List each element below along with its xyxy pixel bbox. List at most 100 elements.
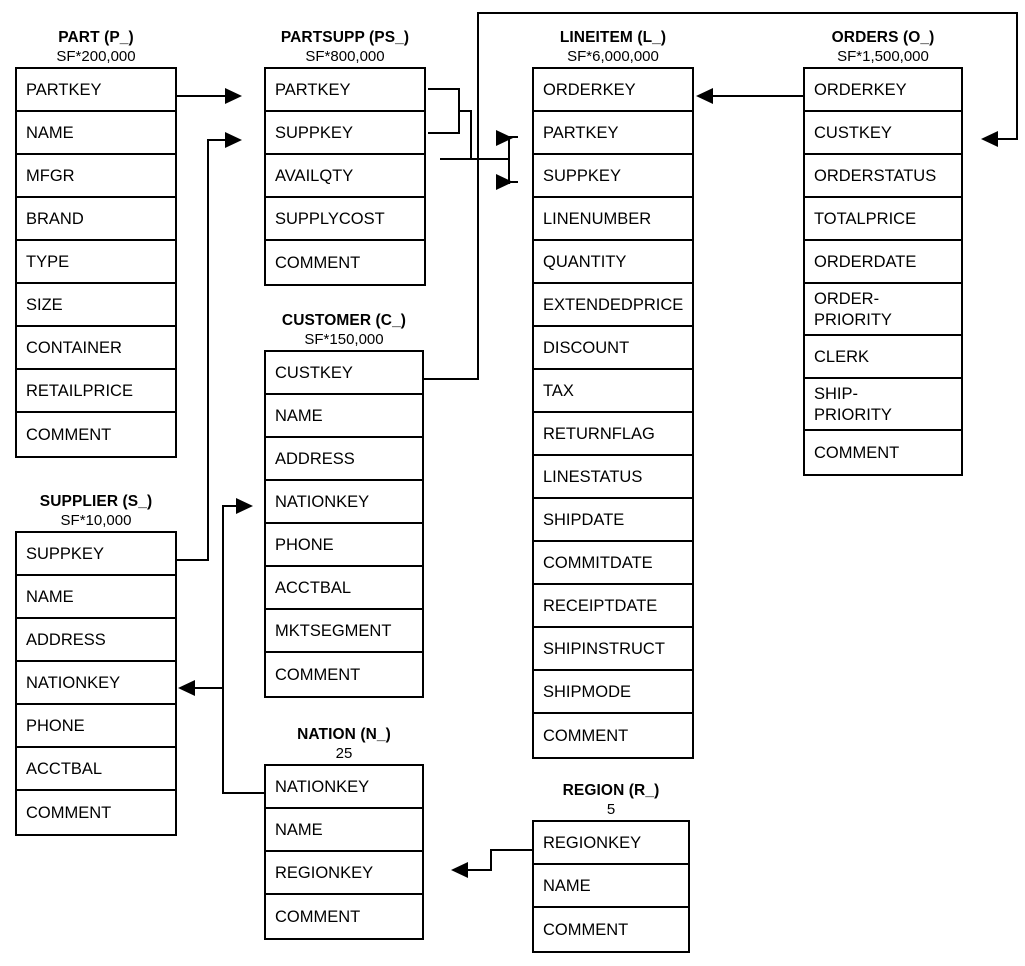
- entity-region-cardinality: 5: [606, 801, 616, 818]
- field-part-partkey[interactable]: PARTKEY: [17, 69, 175, 112]
- field-nation-nationkey[interactable]: NATIONKEY: [266, 766, 422, 809]
- field-supplier-acctbal[interactable]: ACCTBAL: [17, 748, 175, 791]
- field-orders-orderpriority[interactable]: ORDER- PRIORITY: [805, 284, 961, 336]
- field-orders-clerk[interactable]: CLERK: [805, 336, 961, 379]
- field-orders-orderstatus[interactable]: ORDERSTATUS: [805, 155, 961, 198]
- field-supplier-nationkey[interactable]: NATIONKEY: [17, 662, 175, 705]
- entity-nation-box: NATIONKEY NAME REGIONKEY COMMENT: [264, 764, 424, 940]
- entity-nation: NATION (N_) 25 NATIONKEY NAME REGIONKEY …: [264, 725, 424, 940]
- connector-partsupp-suppkey-rise: [458, 110, 461, 134]
- field-customer-address[interactable]: ADDRESS: [266, 438, 422, 481]
- field-orders-orderdate[interactable]: ORDERDATE: [805, 241, 961, 284]
- field-orders-comment[interactable]: COMMENT: [814, 443, 900, 462]
- entity-orders-title: ORDERS (O_): [831, 29, 935, 46]
- field-lineitem-receiptdate[interactable]: RECEIPTDATE: [534, 585, 692, 628]
- field-customer-comment[interactable]: COMMENT: [275, 665, 361, 684]
- field-supplier-address[interactable]: ADDRESS: [17, 619, 175, 662]
- connector-partsupp-partkey-drop: [458, 88, 461, 112]
- entity-region-title: REGION (R_): [562, 782, 660, 799]
- field-lineitem-shipmode[interactable]: SHIPMODE: [534, 671, 692, 714]
- field-partsupp-suppkey[interactable]: SUPPKEY: [266, 112, 424, 155]
- entity-nation-title: NATION (N_): [297, 726, 391, 743]
- field-region-regionkey[interactable]: REGIONKEY: [534, 822, 688, 865]
- entity-part-box: PARTKEY NAME MFGR BRAND TYPE SIZE CONTAI…: [15, 67, 177, 458]
- field-lineitem-extendedprice[interactable]: EXTENDEDPRICE: [534, 284, 692, 327]
- field-partsupp-comment[interactable]: COMMENT: [275, 253, 361, 272]
- connector-partsupp-suppkey-out: [428, 132, 460, 135]
- field-region-comment[interactable]: COMMENT: [543, 920, 629, 939]
- field-partsupp-supplycost[interactable]: SUPPLYCOST: [266, 198, 424, 241]
- field-region-name[interactable]: NAME: [534, 865, 688, 908]
- connector-orders-custkey-drop: [1016, 12, 1019, 139]
- field-partsupp-availqty[interactable]: AVAILQTY: [266, 155, 424, 198]
- field-lineitem-returnflag[interactable]: RETURNFLAG: [534, 413, 692, 456]
- field-orders-custkey[interactable]: CUSTKEY: [805, 112, 961, 155]
- entity-region-box: REGIONKEY NAME COMMENT: [532, 820, 690, 953]
- connector-partsupp-merge-drop: [470, 110, 473, 160]
- field-lineitem-shipdate[interactable]: SHIPDATE: [534, 499, 692, 542]
- field-orders-totalprice[interactable]: TOTALPRICE: [805, 198, 961, 241]
- field-lineitem-discount[interactable]: DISCOUNT: [534, 327, 692, 370]
- field-partsupp-partkey[interactable]: PARTKEY: [266, 69, 424, 112]
- field-part-name[interactable]: NAME: [17, 112, 175, 155]
- field-part-comment[interactable]: COMMENT: [26, 425, 112, 444]
- connector-partsupp-to-lineitem-trunk: [440, 158, 510, 161]
- field-orders-orderkey[interactable]: ORDERKEY: [805, 69, 961, 112]
- field-supplier-name[interactable]: NAME: [17, 576, 175, 619]
- field-nation-comment[interactable]: COMMENT: [275, 907, 361, 926]
- field-lineitem-quantity[interactable]: QUANTITY: [534, 241, 692, 284]
- field-lineitem-linenumber[interactable]: LINENUMBER: [534, 198, 692, 241]
- field-lineitem-commitdate[interactable]: COMMITDATE: [534, 542, 692, 585]
- field-supplier-comment[interactable]: COMMENT: [26, 803, 112, 822]
- entity-lineitem-cardinality: SF*6,000,000: [567, 48, 659, 65]
- entity-orders-cardinality: SF*1,500,000: [837, 48, 929, 65]
- connector-partsupp-merge: [458, 110, 472, 113]
- connector-lineitem-partkey-in: [508, 136, 518, 139]
- connector-nation-nationkey-out: [222, 792, 266, 795]
- field-part-type[interactable]: TYPE: [17, 241, 175, 284]
- field-part-mfgr[interactable]: MFGR: [17, 155, 175, 198]
- entity-partsupp-box: PARTKEY SUPPKEY AVAILQTY SUPPLYCOST COMM…: [264, 67, 426, 286]
- field-customer-nationkey[interactable]: NATIONKEY: [266, 481, 422, 524]
- entity-region: REGION (R_) 5 REGIONKEY NAME COMMENT: [532, 781, 690, 953]
- field-nation-name[interactable]: NAME: [266, 809, 422, 852]
- field-supplier-phone[interactable]: PHONE: [17, 705, 175, 748]
- entity-nation-cardinality: 25: [335, 745, 353, 762]
- field-nation-regionkey[interactable]: REGIONKEY: [266, 852, 422, 895]
- entity-lineitem-box: ORDERKEY PARTKEY SUPPKEY LINENUMBER QUAN…: [532, 67, 694, 759]
- field-lineitem-suppkey[interactable]: SUPPKEY: [534, 155, 692, 198]
- arrowhead-lineitem-suppkey: [496, 174, 513, 190]
- entity-lineitem-title: LINEITEM (L_): [559, 29, 667, 46]
- field-lineitem-partkey[interactable]: PARTKEY: [534, 112, 692, 155]
- connector-supplier-suppkey-out: [177, 559, 209, 562]
- entity-partsupp: PARTSUPP (PS_) SF*800,000 PARTKEY SUPPKE…: [264, 28, 426, 286]
- connector-supplier-to-partsupp-suppkey: [207, 139, 225, 142]
- field-lineitem-tax[interactable]: TAX: [534, 370, 692, 413]
- entity-part: PART (P_) SF*200,000 PARTKEY NAME MFGR B…: [15, 28, 177, 458]
- field-lineitem-shipinstruct[interactable]: SHIPINSTRUCT: [534, 628, 692, 671]
- entity-part-cardinality: SF*200,000: [56, 48, 136, 65]
- field-part-size[interactable]: SIZE: [17, 284, 175, 327]
- field-supplier-suppkey[interactable]: SUPPKEY: [17, 533, 175, 576]
- arrowhead-customer-nationkey: [236, 498, 253, 514]
- connector-supplier-suppkey-riser: [207, 139, 210, 561]
- field-orders-shippriority[interactable]: SHIP- PRIORITY: [805, 379, 961, 431]
- connector-customer-custkey-out: [424, 378, 479, 381]
- field-customer-mktsegment[interactable]: MKTSEGMENT: [266, 610, 422, 653]
- connector-region-drop: [490, 849, 493, 871]
- field-customer-custkey[interactable]: CUSTKEY: [266, 352, 422, 395]
- field-customer-acctbal[interactable]: ACCTBAL: [266, 567, 422, 610]
- entity-customer-box: CUSTKEY NAME ADDRESS NATIONKEY PHONE ACC…: [264, 350, 424, 698]
- field-lineitem-orderkey[interactable]: ORDERKEY: [534, 69, 692, 112]
- entity-lineitem: LINEITEM (L_) SF*6,000,000 ORDERKEY PART…: [532, 28, 694, 759]
- entity-supplier-cardinality: SF*10,000: [60, 512, 132, 529]
- field-lineitem-linestatus[interactable]: LINESTATUS: [534, 456, 692, 499]
- field-part-container[interactable]: CONTAINER: [17, 327, 175, 370]
- field-part-brand[interactable]: BRAND: [17, 198, 175, 241]
- field-customer-phone[interactable]: PHONE: [266, 524, 422, 567]
- field-lineitem-comment[interactable]: COMMENT: [543, 726, 629, 745]
- field-part-retailprice[interactable]: RETAILPRICE: [17, 370, 175, 413]
- arrowhead-lineitem-orderkey: [696, 88, 713, 104]
- field-customer-name[interactable]: NAME: [266, 395, 422, 438]
